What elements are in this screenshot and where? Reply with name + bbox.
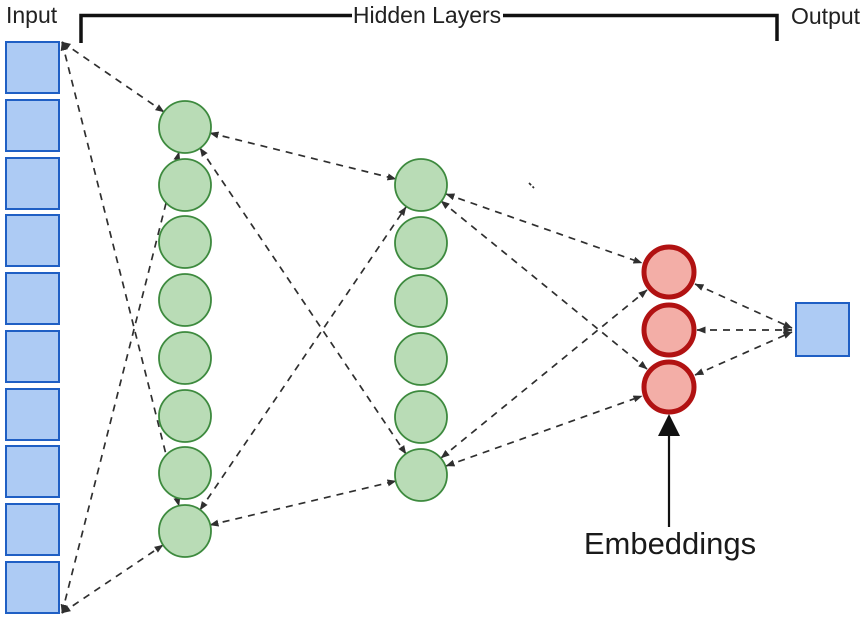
hidden1-node — [158, 273, 212, 327]
connection-input-top-to-hidden1-bottom — [60, 41, 181, 507]
connection-input-bottom-to-hidden1-bottom — [61, 544, 164, 614]
input-node — [5, 445, 60, 498]
connection-hidden2-bottom-to-embedding-top — [440, 289, 648, 459]
hidden-layers-bracket — [79, 13, 779, 43]
input-label: Input — [6, 2, 58, 28]
connection-embedding-bottom-to-output — [694, 331, 793, 376]
input-node — [5, 41, 60, 94]
input-node — [5, 214, 60, 267]
input-node — [5, 157, 60, 210]
hidden1-node — [158, 100, 212, 154]
connection-embedding-top-to-output — [694, 283, 793, 329]
hidden2-node — [394, 216, 448, 270]
connection-hidden1-top-to-hidden2-top — [209, 131, 397, 181]
hidden2-node — [394, 274, 448, 328]
hidden1-node — [158, 331, 212, 385]
hidden1-node — [158, 158, 212, 212]
embedding-node — [641, 244, 697, 300]
hidden1-node — [158, 504, 212, 558]
connection-hidden1-bottom-to-hidden2-top — [199, 206, 407, 511]
input-node — [5, 503, 60, 556]
hidden-layers-label: Hidden Layers — [352, 2, 502, 28]
embedding-node — [641, 359, 697, 415]
output-label: Output — [791, 3, 861, 29]
embeddings-label: Embeddings — [583, 526, 757, 561]
input-node — [5, 388, 60, 441]
embedding-node — [641, 302, 697, 358]
stray-dash-mark — [528, 182, 535, 189]
connection-hidden2-top-to-embedding-bottom — [440, 200, 648, 370]
connection-hidden2-bottom-to-embedding-bottom — [445, 395, 643, 467]
input-node — [5, 272, 60, 325]
hidden2-node — [394, 448, 448, 502]
hidden2-node — [394, 390, 448, 444]
input-node — [5, 99, 60, 152]
hidden2-node — [394, 332, 448, 386]
output-node — [795, 302, 850, 357]
embeddings-arrow-head — [658, 414, 680, 436]
hidden1-node — [158, 389, 212, 443]
connection-input-top-to-hidden1-top — [61, 41, 165, 113]
connection-hidden1-bottom-to-hidden2-bottom — [209, 479, 397, 527]
input-node — [5, 561, 60, 614]
connection-hidden1-top-to-hidden2-bottom — [199, 147, 407, 455]
hidden2-node — [394, 158, 448, 212]
connection-input-bottom-to-hidden1-top — [60, 151, 181, 614]
input-node — [5, 330, 60, 383]
hidden1-node — [158, 215, 212, 269]
hidden1-node — [158, 446, 212, 500]
